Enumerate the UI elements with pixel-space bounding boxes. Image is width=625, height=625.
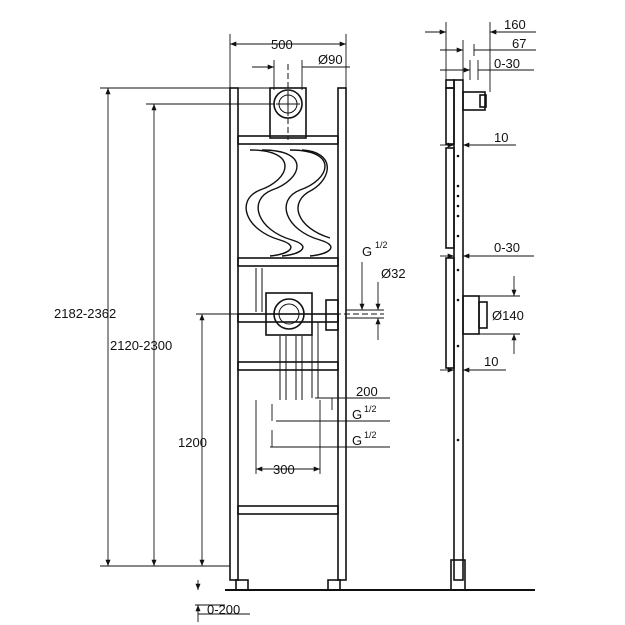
dim-d90: Ø90 <box>318 52 343 67</box>
dim-67: 67 <box>512 36 526 51</box>
dim-g12-mid: G <box>352 407 362 422</box>
side-bracket-top <box>445 79 455 89</box>
dim-160: 160 <box>504 17 526 32</box>
dim-g12-top-frac: 1/2 <box>375 240 388 250</box>
dim-g12-mid-frac: 1/2 <box>364 404 377 414</box>
side-foot <box>450 559 466 591</box>
dim-300: 300 <box>273 462 295 477</box>
side-plate-low <box>445 257 455 369</box>
hose-right <box>285 149 332 257</box>
right-post <box>337 87 347 581</box>
dim-200: 200 <box>356 384 378 399</box>
mixer-bar <box>237 313 339 323</box>
dim-2120-2300: 2120-2300 <box>110 338 172 353</box>
dim-0-30-top: 0-30 <box>494 56 520 71</box>
upper-crossbar <box>237 257 339 267</box>
right-foot <box>327 579 341 591</box>
dim-d32: Ø32 <box>381 266 406 281</box>
side-mixer-body <box>462 295 480 335</box>
hose-left <box>245 149 292 257</box>
left-foot <box>235 579 249 591</box>
side-view: 160 67 0-30 10 0-30 Ø140 10 <box>425 17 536 591</box>
dim-0-30-low: 0-30 <box>494 240 520 255</box>
dim-10-top: 10 <box>494 130 508 145</box>
side-holes <box>456 154 460 442</box>
dim-d140: Ø140 <box>492 308 524 323</box>
mixer-side-block <box>325 299 339 331</box>
hose-right-b <box>297 149 331 239</box>
dim-500: 500 <box>271 37 293 52</box>
dim-0-200: 0-200 <box>207 602 240 617</box>
side-outlet-body <box>462 91 486 111</box>
hose-left-b <box>257 149 304 257</box>
dim-g12-low: G <box>352 433 362 448</box>
front-view: 500 Ø90 2182-2362 2120-2300 1200 0-200 G <box>54 34 535 622</box>
left-post <box>229 87 239 581</box>
dim-2182-2362: 2182-2362 <box>54 306 116 321</box>
dim-g12-low-frac: 1/2 <box>364 430 377 440</box>
side-plate-mid <box>445 147 455 249</box>
middle-crossbar <box>237 361 339 371</box>
dim-1200: 1200 <box>178 435 207 450</box>
lower-crossbar <box>237 505 339 515</box>
dim-10-low: 10 <box>484 354 498 369</box>
side-plate-top <box>445 87 455 145</box>
dim-g12-top: G <box>362 244 372 259</box>
